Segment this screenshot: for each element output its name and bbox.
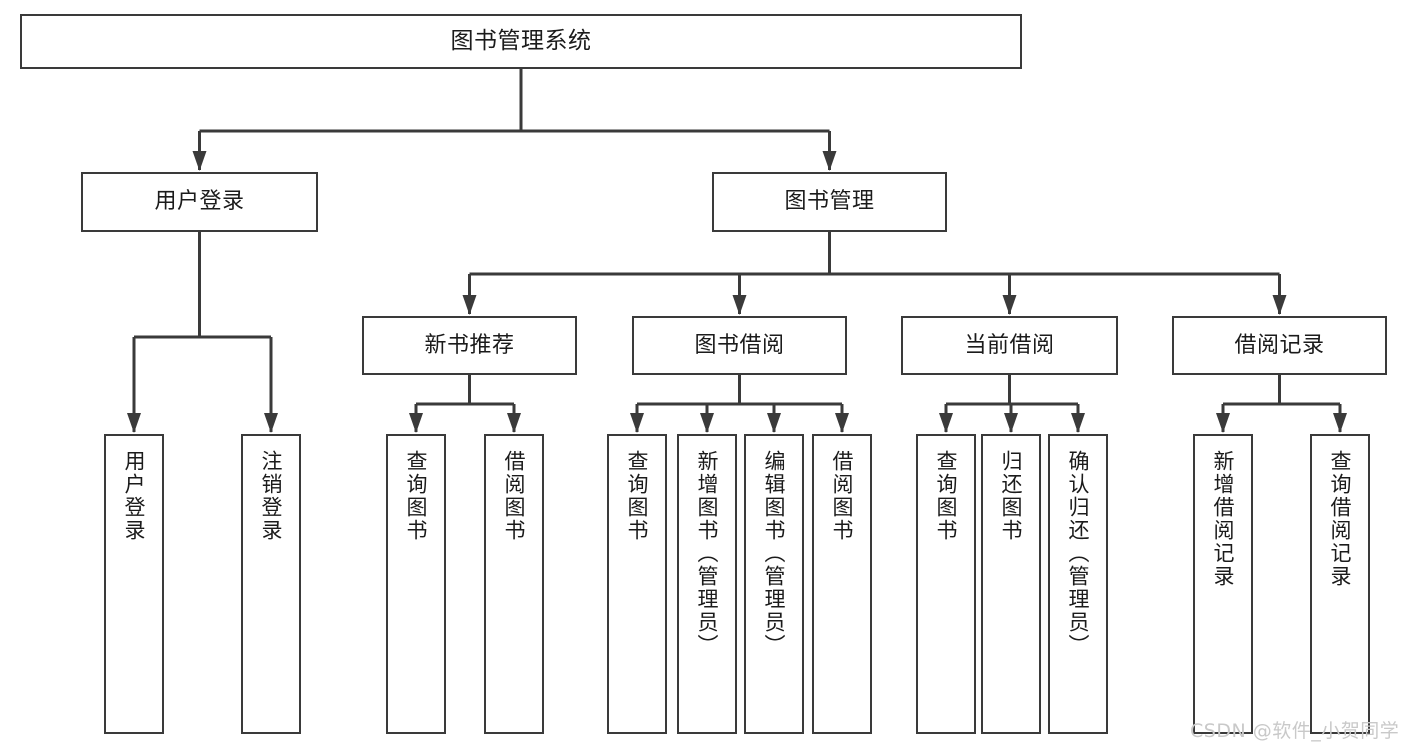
node-label: 新书推荐 [424, 332, 515, 358]
node-label: 查询图书 [625, 450, 650, 542]
node-label: 用户登录 [122, 450, 147, 542]
node-label: 借阅记录 [1234, 332, 1325, 358]
csdn-watermark: CSDN @软件_小贺同学 [1190, 720, 1400, 742]
node-label: 查询图书 [934, 450, 959, 542]
node-label: 编辑图书（管理员） [762, 450, 787, 657]
node-label: 借阅图书 [830, 450, 855, 542]
node-book-management[interactable]: 图书管理 [712, 172, 947, 232]
node-label: 新增借阅记录 [1211, 450, 1236, 588]
leaf-query-book-3[interactable]: 查询图书 [916, 434, 976, 734]
node-book-management-system[interactable]: 图书管理系统 [20, 14, 1022, 69]
node-label: 确认归还（管理员） [1066, 450, 1091, 657]
leaf-return-book[interactable]: 归还图书 [981, 434, 1041, 734]
node-book-borrowing[interactable]: 图书借阅 [632, 316, 847, 375]
node-label: 新增图书（管理员） [695, 450, 720, 657]
leaf-add-book-admin[interactable]: 新增图书（管理员） [677, 434, 737, 734]
leaf-query-borrowing-record[interactable]: 查询借阅记录 [1310, 434, 1370, 734]
leaf-query-book-2[interactable]: 查询图书 [607, 434, 667, 734]
node-label: 当前借阅 [964, 332, 1055, 358]
leaf-confirm-return-admin[interactable]: 确认归还（管理员） [1048, 434, 1108, 734]
node-label: 注销登录 [259, 450, 284, 542]
node-label: 查询图书 [404, 450, 429, 542]
node-current-borrowing[interactable]: 当前借阅 [901, 316, 1118, 375]
leaf-user-login[interactable]: 用户登录 [104, 434, 164, 734]
node-label: 图书管理 [784, 189, 875, 215]
leaf-borrow-book-1[interactable]: 借阅图书 [484, 434, 544, 734]
leaf-query-book-1[interactable]: 查询图书 [386, 434, 446, 734]
node-user-login[interactable]: 用户登录 [81, 172, 318, 232]
leaf-add-borrowing-record[interactable]: 新增借阅记录 [1193, 434, 1253, 734]
node-label: 借阅图书 [502, 450, 527, 542]
node-label: 归还图书 [999, 450, 1024, 542]
node-label: 图书管理系统 [450, 27, 592, 54]
node-label: 图书借阅 [694, 332, 785, 358]
node-label: 用户登录 [154, 189, 245, 215]
node-borrowing-record[interactable]: 借阅记录 [1172, 316, 1387, 375]
node-label: 查询借阅记录 [1328, 450, 1353, 588]
leaf-logout[interactable]: 注销登录 [241, 434, 301, 734]
leaf-borrow-book-2[interactable]: 借阅图书 [812, 434, 872, 734]
node-new-book-recommendation[interactable]: 新书推荐 [362, 316, 577, 375]
leaf-edit-book-admin[interactable]: 编辑图书（管理员） [744, 434, 804, 734]
